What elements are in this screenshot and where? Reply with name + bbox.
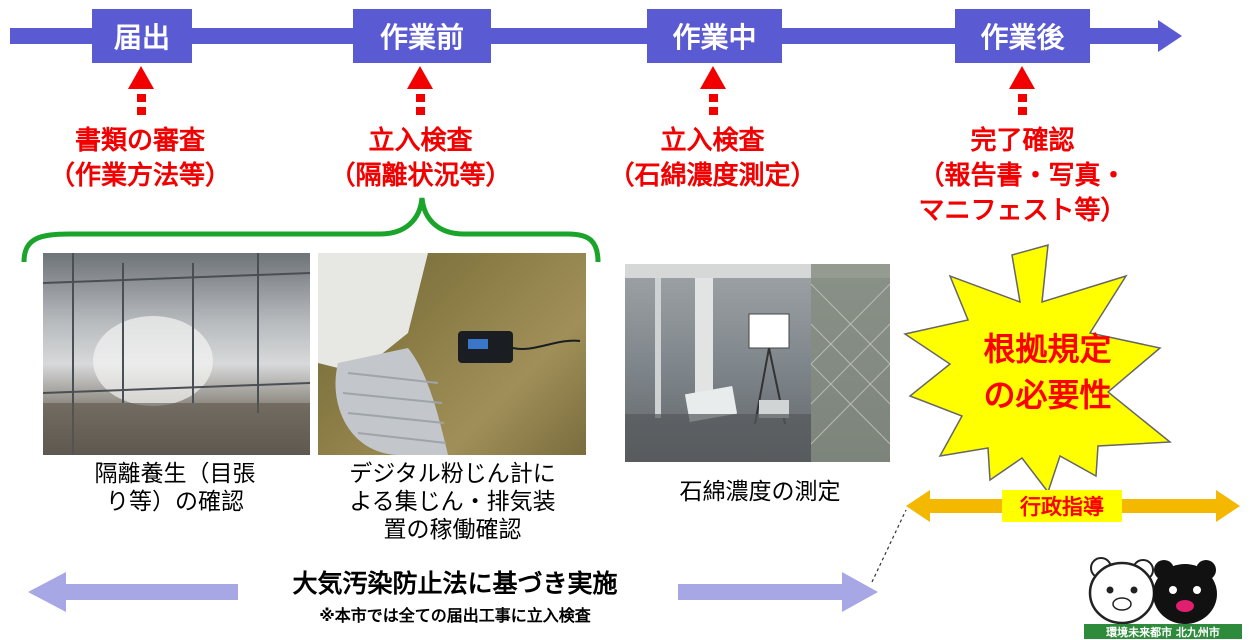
- stage-during-work: 作業中: [647, 9, 782, 63]
- photo-isolation-curing-graphics: [43, 253, 310, 455]
- burst-text-line1: 根拠規定: [983, 330, 1112, 368]
- check-document-review: 書類の審査 （作業方法等）: [40, 124, 240, 194]
- law-arrow-right: [678, 572, 878, 612]
- photo-asbestos-measurement-graphics: [625, 264, 890, 462]
- photo-dust-meter-graphics: [318, 253, 581, 455]
- admin-guidance-label: 行政指導: [1002, 490, 1122, 522]
- caption-asbestos-line1: 石綿濃度の測定: [679, 479, 841, 505]
- yellow-burst: [903, 243, 1172, 494]
- check-concentration-inspection: 立入検査 （石綿濃度測定）: [590, 124, 835, 194]
- caption-isolation-line2: り等）の確認: [106, 489, 244, 515]
- dashed-connector: [871, 509, 907, 583]
- check-completion-line1: 完了確認: [970, 126, 1075, 156]
- red-arrow-4: [1009, 66, 1035, 115]
- law-note-text: ※本市では全ての届出工事に立入検査: [319, 606, 591, 625]
- photo-asbestos-measurement: [625, 264, 890, 462]
- check-document-review-line1: 書類の審査: [74, 126, 205, 156]
- check-document-review-line2: （作業方法等）: [48, 161, 231, 191]
- check-isolation-inspection-line1: 立入検査: [368, 126, 473, 156]
- caption-isolation: 隔離養生（目張 り等）の確認: [60, 460, 290, 516]
- burst-text: 根拠規定 の必要性: [960, 326, 1135, 418]
- logo-label: 環境未来都市 北九州市: [1084, 624, 1242, 639]
- check-isolation-inspection-line2: （隔離状況等）: [329, 161, 512, 191]
- stage-notification: 届出: [92, 9, 192, 63]
- caption-dust-meter-line1: デジタル粉じん計に: [349, 461, 556, 487]
- check-isolation-inspection: 立入検査 （隔離状況等）: [313, 124, 528, 194]
- mascot-logo: [1088, 557, 1217, 625]
- check-completion: 完了確認 （報告書・写真・ マニフェスト等）: [895, 124, 1150, 229]
- check-concentration-inspection-line1: 立入検査: [660, 126, 765, 156]
- green-bracket: [21, 197, 601, 263]
- caption-dust-meter-line3: 置の稼働確認: [383, 517, 522, 543]
- stage-before-work: 作業前: [353, 9, 491, 63]
- check-completion-line2: （報告書・写真・: [918, 161, 1127, 191]
- law-arrow-left: [28, 572, 238, 612]
- photo-isolation-curing: [43, 253, 310, 455]
- check-completion-line3: マニフェスト等）: [918, 196, 1127, 226]
- caption-dust-meter: デジタル粉じん計に よる集じん・排気装 置の稼働確認: [315, 460, 590, 544]
- photo-dust-meter: [318, 253, 586, 455]
- caption-isolation-line1: 隔離養生（目張: [94, 461, 256, 487]
- red-arrow-2: [407, 66, 433, 115]
- timeline-arrowhead: [1158, 20, 1182, 52]
- caption-asbestos: 石綿濃度の測定: [640, 478, 880, 506]
- check-concentration-inspection-line2: （石綿濃度測定）: [608, 161, 817, 191]
- law-main-text: 大気汚染防止法に基づき実施: [292, 569, 618, 598]
- red-arrow-1: [128, 66, 154, 115]
- burst-text-line2: の必要性: [983, 376, 1112, 414]
- caption-dust-meter-line2: よる集じん・排気装: [349, 489, 556, 515]
- timeline-bar: [10, 28, 1160, 44]
- stage-after-work: 作業後: [955, 9, 1090, 63]
- red-arrow-3: [700, 66, 726, 115]
